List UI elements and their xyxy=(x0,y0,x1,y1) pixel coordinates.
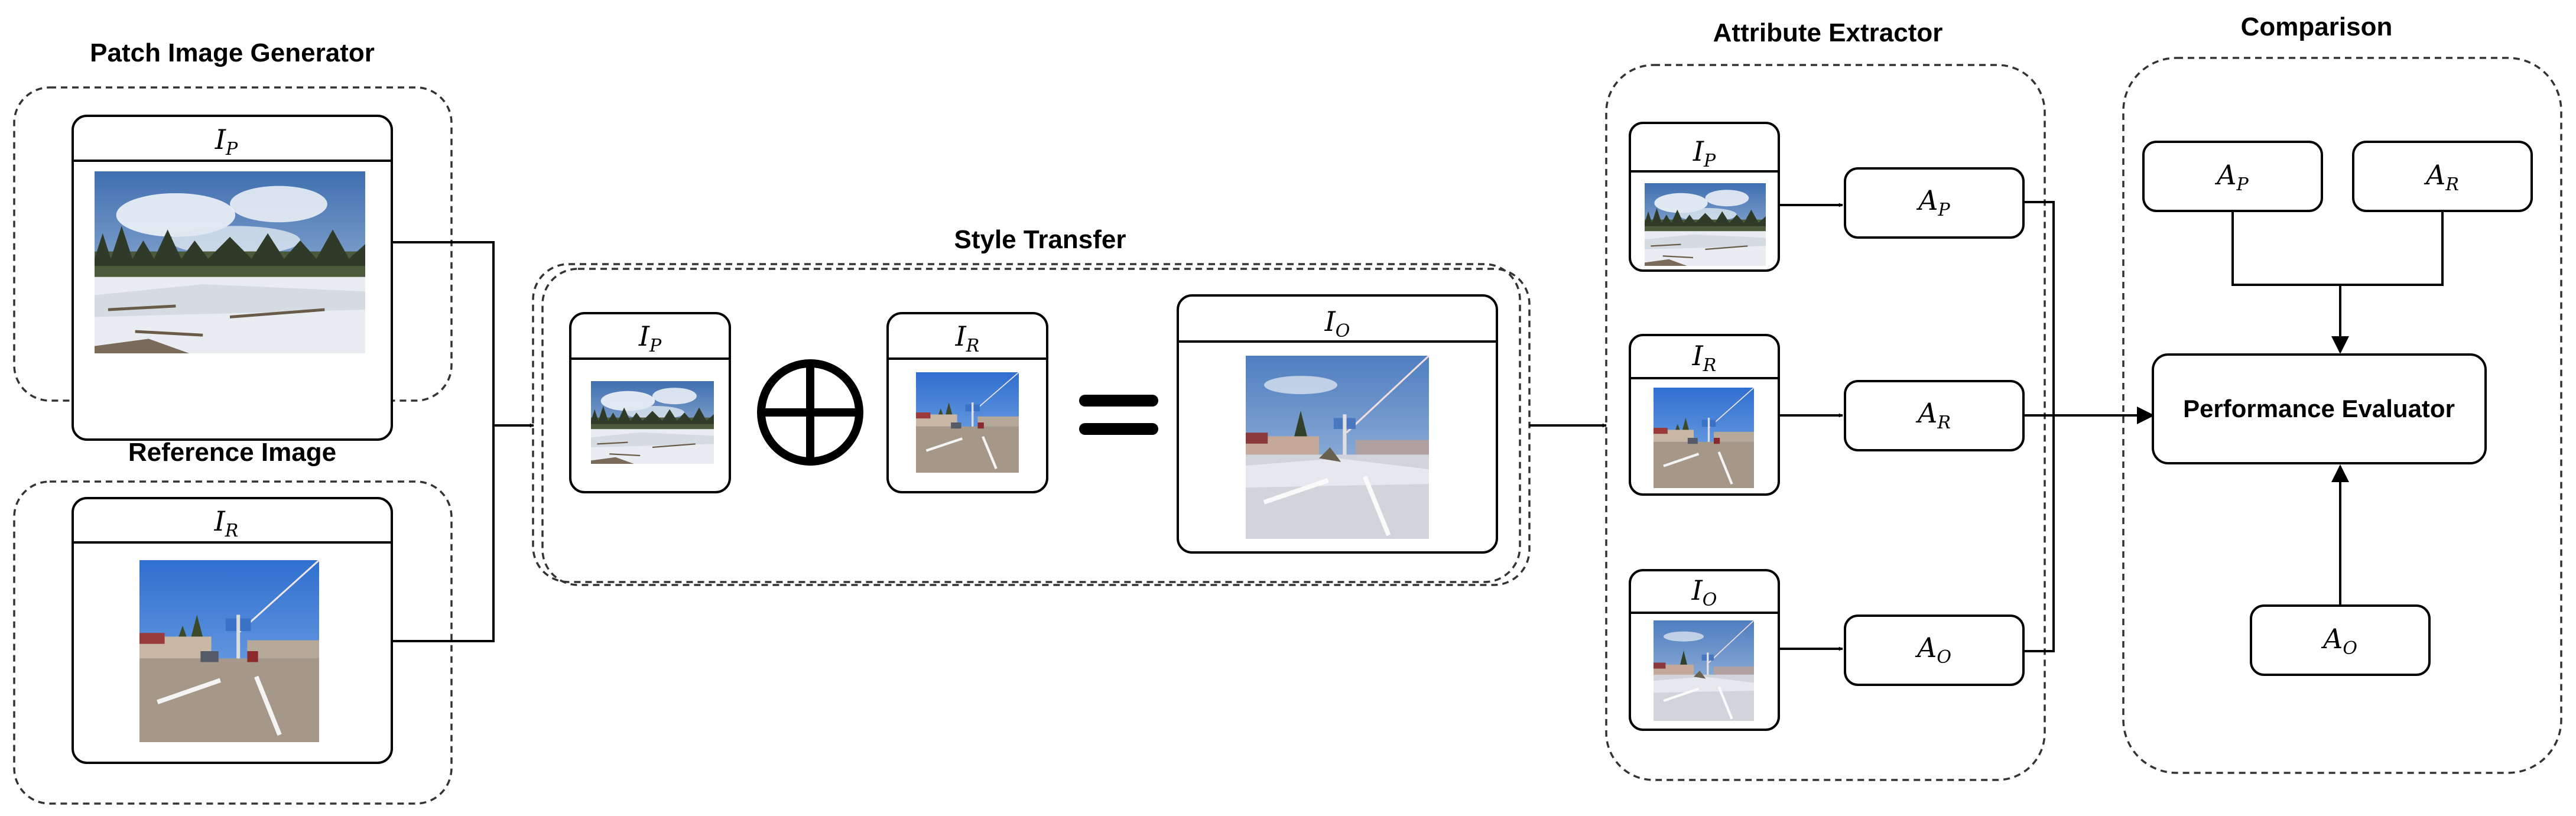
style-transfer-border-shadow xyxy=(541,268,1531,586)
extractor-row-output: IO AO xyxy=(1629,569,2025,731)
style-input-patch-photo xyxy=(591,381,714,464)
style-output-photo xyxy=(1246,356,1429,539)
style-input-patch-card: IP xyxy=(569,312,731,493)
patch-image-label: IP xyxy=(215,123,238,160)
equals-bottom-bar xyxy=(1079,423,1158,435)
comparison-border xyxy=(2122,57,2562,774)
direct-sum-icon xyxy=(757,359,863,466)
comparison-title: Comparison xyxy=(2241,12,2393,41)
style-input-reference-label: IR xyxy=(955,320,980,356)
comparison-attribute-reference-label: AR xyxy=(2424,159,2459,195)
input-merge-connector xyxy=(392,241,534,642)
style-input-patch-label: IP xyxy=(638,320,662,356)
performance-evaluator-label: Performance Evaluator xyxy=(2183,395,2455,422)
comparison-attribute-output-label: AO xyxy=(2321,623,2357,659)
extractor-output-photo xyxy=(1654,620,1754,721)
extractor-output-label: IO xyxy=(1691,574,1717,610)
reference-image-photo xyxy=(139,560,319,742)
extractor-reference-photo xyxy=(1654,388,1754,488)
reference-image-card: IR xyxy=(72,497,393,764)
comparison-group: Comparison AP AR Performance Evaluator A… xyxy=(2122,12,2562,774)
style-input-reference-photo xyxy=(916,372,1019,473)
attribute-extractor-group: Attribute Extractor IP AP IR AR IO xyxy=(1605,18,2046,781)
equals-icon xyxy=(1079,395,1158,435)
extractor-row-patch: IP AP xyxy=(1629,122,2025,272)
reference-image-title: Reference Image xyxy=(128,438,336,467)
attributes-merge-connector xyxy=(2023,201,2155,652)
patch-generator-title: Patch Image Generator xyxy=(90,38,375,67)
extractor-reference-label: IR xyxy=(1692,340,1717,376)
reference-image-group: Reference Image IR xyxy=(13,438,453,805)
patch-image-card: IP xyxy=(72,115,393,441)
patch-to-merge-line xyxy=(392,241,495,642)
comparison-top-bracket xyxy=(2231,211,2444,286)
style-input-reference-card: IR xyxy=(886,312,1048,493)
attribute-extractor-border xyxy=(1605,64,2046,781)
reference-image-border xyxy=(13,480,453,805)
attribute-extractor-title: Attribute Extractor xyxy=(1713,18,1943,47)
style-output-label: IO xyxy=(1324,305,1350,342)
style-transfer-title: Style Transfer xyxy=(954,225,1126,254)
patch-image-photo xyxy=(95,171,365,353)
performance-evaluator-box xyxy=(2152,353,2487,464)
style-output-card: IO xyxy=(1177,294,1498,554)
extractor-patch-label: IP xyxy=(1693,135,1716,171)
style-transfer-border xyxy=(532,263,1521,583)
style-transfer-group: Style Transfer IP IR IO xyxy=(532,225,1531,586)
attribute-patch-output-bracket xyxy=(2023,201,2055,652)
attribute-reference-label: AR xyxy=(1915,397,1951,433)
equals-top-bar xyxy=(1079,395,1158,407)
extractor-patch-photo xyxy=(1645,183,1766,266)
comparison-attribute-output-box xyxy=(2250,604,2431,676)
comparison-attribute-patch-label: AP xyxy=(2214,159,2249,195)
attribute-patch-label: AP xyxy=(1916,184,1950,220)
attribute-output-label: AO xyxy=(1915,632,1951,668)
extractor-row-reference: IR AR xyxy=(1629,334,2025,496)
reference-image-label: IR xyxy=(214,505,239,541)
patch-generator-group: Patch Image Generator IP xyxy=(13,38,453,441)
